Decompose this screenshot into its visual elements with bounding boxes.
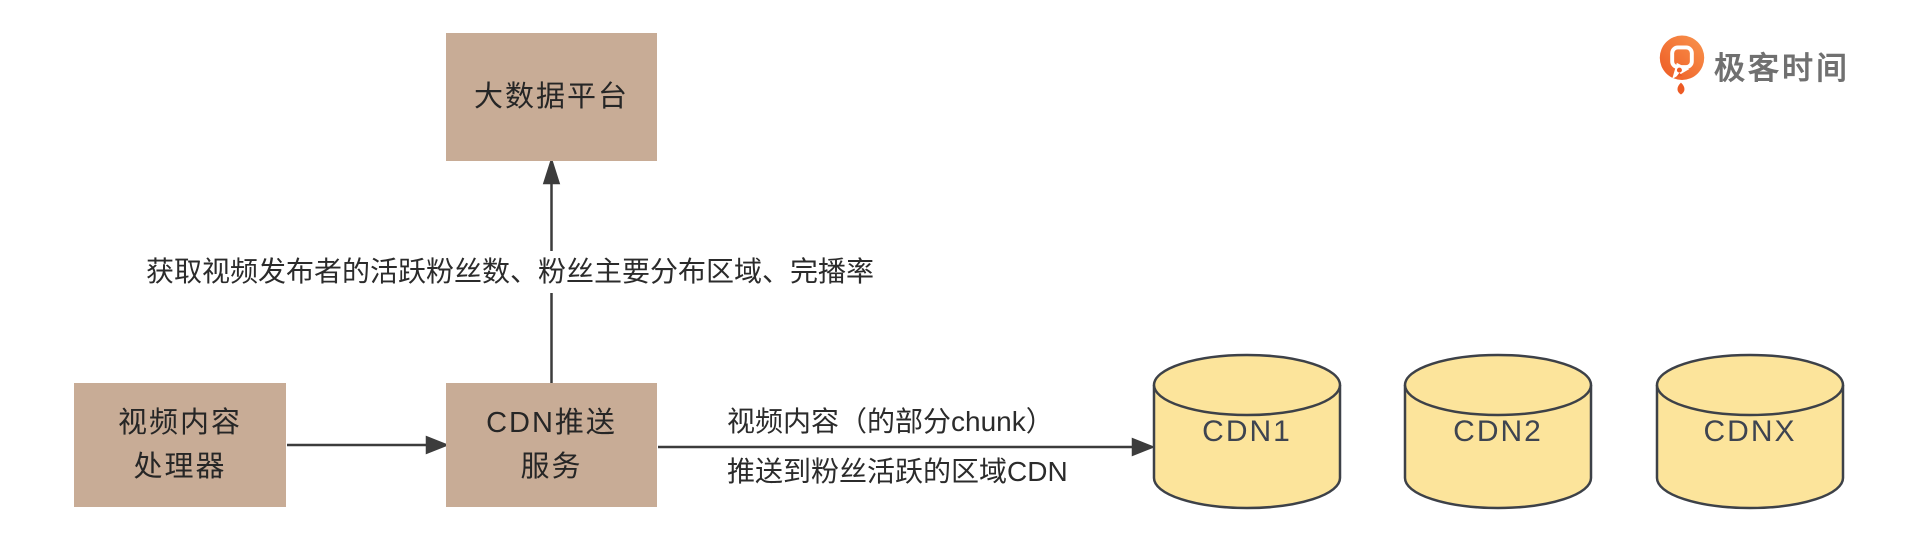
cylinder-shape bbox=[1403, 353, 1593, 510]
brand-logo-text: 极客时间 bbox=[1714, 50, 1850, 86]
node-label-line2: 处理器 bbox=[133, 451, 227, 483]
cylinder-shape bbox=[1655, 353, 1845, 510]
cylinder-label: CDNX bbox=[1703, 415, 1797, 448]
edge-label-push-to-cdn: 视频内容（的部分chunk） 推送到粉丝活跃的区域CDN bbox=[727, 397, 1068, 497]
edge-label-bigdata-query: 获取视频发布者的活跃粉丝数、粉丝主要分布区域、完播率 bbox=[140, 251, 881, 293]
arrow-processor-to-push bbox=[287, 435, 450, 455]
geektime-logo-icon bbox=[1659, 35, 1705, 95]
cylinder-cdnx: CDNX bbox=[1655, 353, 1845, 510]
cylinder-shape bbox=[1152, 353, 1342, 510]
node-label-line2: 服务 bbox=[520, 451, 583, 483]
node-video-content-processor: 视频内容 处理器 bbox=[74, 383, 286, 507]
node-label-line1: 视频内容 bbox=[117, 407, 242, 439]
cylinder-cdn2: CDN2 bbox=[1403, 353, 1593, 510]
edge-label-push-line2: 推送到粉丝活跃的区域CDN bbox=[727, 456, 1068, 487]
node-big-data-platform: 大数据平台 bbox=[446, 33, 657, 161]
node-label: 大数据平台 bbox=[473, 81, 629, 113]
node-cdn-push-service: CDN推送 服务 bbox=[446, 383, 657, 507]
edge-label-push-line1: 视频内容（的部分chunk） bbox=[727, 406, 1054, 437]
brand-logo: 极客时间 bbox=[1659, 34, 1850, 96]
cylinder-label: CDN1 bbox=[1202, 415, 1292, 448]
node-label-line1: CDN推送 bbox=[486, 407, 617, 439]
cylinder-cdn1: CDN1 bbox=[1152, 353, 1342, 510]
cylinder-label: CDN2 bbox=[1453, 415, 1543, 448]
